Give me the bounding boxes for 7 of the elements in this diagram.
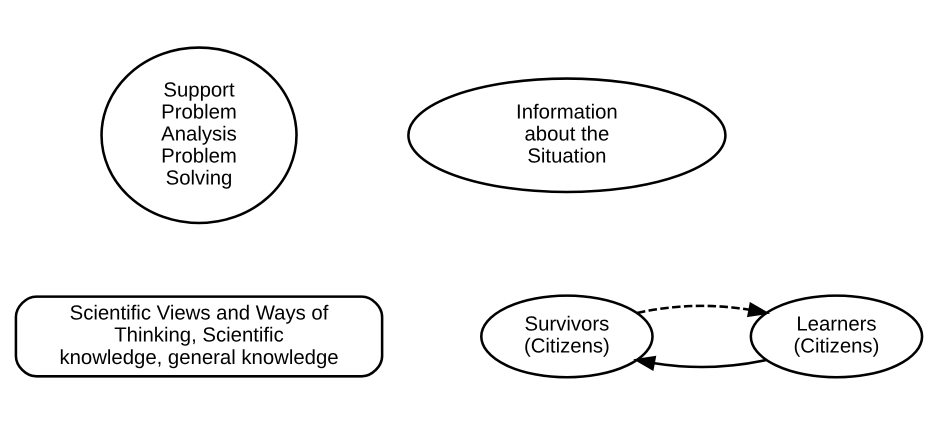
node-ellipse: Survivors (Citizens) (480, 294, 654, 379)
arrow (636, 302, 770, 318)
arrow (633, 356, 767, 371)
node-ellipse: Support Problem Analysis Problem Solving (100, 46, 298, 224)
node-ellipse: Information about the Situation (407, 77, 727, 194)
node-box: Scientific Views and Ways of Thinking, Scientific knowledge, general knowledge (14, 295, 384, 378)
node-ellipse: Learners (Citizens) (750, 294, 924, 379)
